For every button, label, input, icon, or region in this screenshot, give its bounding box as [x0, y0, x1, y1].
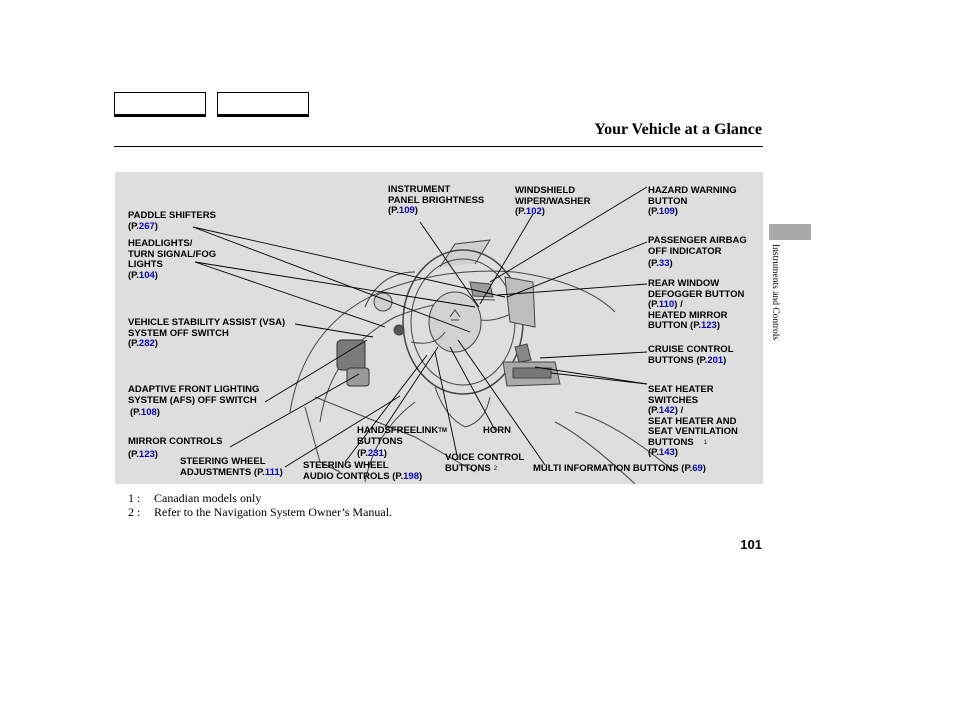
label-cruise-control: CRUISE CONTROL BUTTONS (P.201)	[648, 344, 734, 366]
page-link[interactable]: 109	[658, 206, 675, 217]
page-link[interactable]: 123	[138, 448, 155, 460]
page-link[interactable]: 282	[138, 338, 155, 349]
page-link[interactable]: 231	[367, 448, 384, 459]
page-link[interactable]: 110	[658, 299, 675, 310]
page-link[interactable]: 142	[658, 405, 675, 416]
label-mirror-controls: MIRROR CONTROLS (P.123)	[128, 436, 223, 460]
label-handsfreelink: HANDSFREELINKTM BUTTONS (P.231)	[357, 425, 447, 459]
page-link[interactable]: 33	[658, 258, 670, 269]
label-instrument-brightness: INSTRUMENT PANEL BRIGHTNESS (P.109)	[388, 184, 485, 216]
section-label: Instruments and Controls	[770, 244, 780, 341]
page-link[interactable]: 69	[692, 463, 703, 474]
nav-box-next[interactable]	[217, 92, 309, 117]
label-hazard-warning: HAZARD WARNING BUTTON (P.109)	[648, 185, 737, 217]
label-afs-switch: ADAPTIVE FRONT LIGHTING SYSTEM (AFS) OFF…	[128, 384, 260, 418]
dashboard-diagram: PADDLE SHIFTERS (P.267) HEADLIGHTS/ TURN…	[115, 172, 763, 484]
footnote-2: 2 :Refer to the Navigation System Owner’…	[128, 505, 393, 519]
page-link[interactable]: 109	[398, 205, 415, 216]
label-horn: HORN	[483, 425, 511, 436]
page-link[interactable]: 198	[403, 470, 419, 482]
label-steering-wheel-audio: STEERING WHEEL AUDIO CONTROLS (P.198)	[303, 460, 423, 482]
label-paddle-shifters: PADDLE SHIFTERS (P.267)	[128, 210, 216, 232]
label-vsa-switch: VEHICLE STABILITY ASSIST (VSA) SYSTEM OF…	[128, 317, 286, 349]
page-title: Your Vehicle at a Glance	[594, 121, 762, 138]
label-windshield-wiper: WINDSHIELD WIPER/WASHER (P.102)	[515, 185, 591, 217]
nav-box-previous[interactable]	[114, 92, 206, 117]
footnote-1: 1 :Canadian models only	[128, 491, 262, 505]
title-rule	[114, 146, 763, 147]
page-number: 101	[740, 537, 762, 552]
label-seat-heater: SEAT HEATER SWITCHES (P.142) / SEAT HEAT…	[648, 384, 738, 458]
label-rear-window-defogger: REAR WINDOW DEFOGGER BUTTON (P.110) / HE…	[648, 278, 745, 331]
page-link[interactable]: 111	[264, 466, 280, 478]
label-passenger-airbag: PASSENGER AIRBAG OFF INDICATOR (P.33)	[648, 235, 747, 269]
label-multi-information: MULTI INFORMATION BUTTONS (P.69)	[533, 463, 706, 474]
section-tab[interactable]	[769, 224, 811, 240]
label-steering-wheel-adjustments: STEERING WHEEL ADJUSTMENTS (P.111)	[180, 456, 283, 478]
page-link[interactable]: 102	[525, 206, 542, 217]
page-link[interactable]: 104	[138, 269, 155, 281]
label-headlights: HEADLIGHTS/ TURN SIGNAL/FOG LIGHTS (P.10…	[128, 238, 217, 281]
page-link[interactable]: 143	[658, 447, 675, 458]
dashboard-illustration	[192, 186, 676, 484]
page-link[interactable]: 201	[707, 354, 724, 366]
page-link[interactable]: 108	[140, 407, 157, 418]
page-link[interactable]: 123	[700, 320, 717, 331]
page-link[interactable]: 267	[138, 220, 155, 232]
